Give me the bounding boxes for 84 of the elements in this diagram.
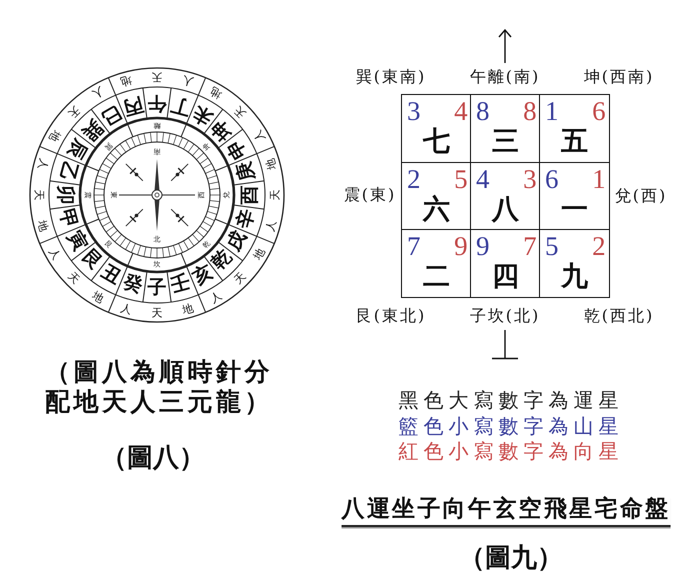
corner-number: 9 xyxy=(454,233,468,260)
dial-label: 卯 xyxy=(55,186,74,204)
direction-label: 巽(東南) xyxy=(356,69,426,85)
dial-label: 午 xyxy=(148,93,166,112)
direction-label: 坤(西南) xyxy=(584,69,654,85)
dial-label: 地 xyxy=(120,74,134,88)
grid-cell xyxy=(539,229,610,298)
grid-cell xyxy=(539,162,610,231)
corner-number: 6 xyxy=(592,98,606,125)
dial-label: 地 xyxy=(47,128,62,144)
note: 黑色大寫數字為運星 xyxy=(398,390,624,410)
numeral: 七 xyxy=(422,128,451,155)
direction-label: 乾(西北) xyxy=(584,308,654,324)
figure-number: （圖九） xyxy=(459,545,563,571)
note: 紅色小寫數字為向星 xyxy=(398,441,624,461)
numeral: 八 xyxy=(490,196,520,223)
direction-label: 震(東) xyxy=(344,187,396,203)
grid-cell xyxy=(539,94,610,164)
dial-label: 天 xyxy=(232,270,248,286)
numeral: 五 xyxy=(560,128,589,155)
numeral: 四 xyxy=(490,263,520,290)
note: 籃色小寫數字為山星 xyxy=(398,416,624,436)
figure-number: （圖八） xyxy=(101,445,205,471)
dial-label: 癸 xyxy=(121,272,145,296)
numeral: 九 xyxy=(560,263,589,290)
corner-number: 7 xyxy=(523,233,537,260)
corner-number: 2 xyxy=(592,233,606,260)
corner-number: 3 xyxy=(407,98,420,125)
dial-label: 人 xyxy=(208,290,224,305)
dial-label: 天 xyxy=(152,308,162,318)
dial-label: 地 xyxy=(252,246,267,262)
dial-label: 丙 xyxy=(121,94,145,118)
corner-number: 5 xyxy=(545,233,558,260)
dial-label: 地 xyxy=(36,218,50,232)
grid-cell xyxy=(470,94,541,164)
corner-number: 7 xyxy=(407,233,420,260)
dial-label: 人 xyxy=(120,302,134,316)
numeral: 一 xyxy=(560,196,589,223)
numeral: 三 xyxy=(490,128,520,155)
dial-label: 甲 xyxy=(56,207,80,231)
dial-label: 天 xyxy=(270,190,280,200)
dial-label: 乙 xyxy=(56,159,80,183)
corner-number: 1 xyxy=(592,166,606,193)
corner-number: 6 xyxy=(545,166,558,193)
corner-number: 9 xyxy=(476,233,490,260)
dial-label: 人 xyxy=(252,128,267,144)
direction-label: 子坎(北) xyxy=(470,308,540,324)
corner-number: 2 xyxy=(407,166,420,193)
dial-label: 辛 xyxy=(234,207,258,231)
direction-label: 艮(東北) xyxy=(356,308,426,324)
dial-label: 天 xyxy=(232,104,248,120)
grid-cell xyxy=(401,94,472,164)
dial-label: 人 xyxy=(180,74,194,88)
corner-number: 5 xyxy=(454,166,468,193)
direction-label: 午離(南) xyxy=(470,69,540,85)
numeral: 二 xyxy=(422,263,451,290)
corner-number: 8 xyxy=(523,98,537,125)
direction-label: 兌(西) xyxy=(614,188,668,204)
corner-number: 8 xyxy=(476,98,490,125)
dial-label: 子 xyxy=(148,278,166,297)
title: 八運坐子向午玄空飛星宅命盤 xyxy=(342,497,670,527)
dial-label: 地 xyxy=(264,158,278,172)
numeral: 六 xyxy=(422,196,451,223)
grid-cell xyxy=(401,229,472,298)
caption: （圖八為順時針分配地天人三元龍） xyxy=(45,357,274,417)
dial-label: 庚 xyxy=(234,159,258,183)
dial-label: 人 xyxy=(47,246,62,262)
dial-label: 人 xyxy=(90,85,106,100)
dial-label: 地 xyxy=(208,85,224,100)
dial-label: 地 xyxy=(180,302,194,316)
dial-label: 丁 xyxy=(169,94,193,118)
corner-number: 4 xyxy=(476,166,490,193)
dial-label: 天 xyxy=(66,104,82,120)
dial-label: 天 xyxy=(66,270,82,286)
dial-label: 天 xyxy=(34,190,44,200)
corner-number: 4 xyxy=(454,98,468,125)
dial-label: 人 xyxy=(264,218,278,232)
corner-number: 3 xyxy=(523,166,537,193)
corner-number: 1 xyxy=(545,98,558,125)
dial-label: 天 xyxy=(152,72,162,82)
grid-cell xyxy=(470,229,541,298)
dial-label: 人 xyxy=(36,158,50,172)
dial-label: 酉 xyxy=(240,186,259,204)
dial-label: 地 xyxy=(90,290,106,305)
